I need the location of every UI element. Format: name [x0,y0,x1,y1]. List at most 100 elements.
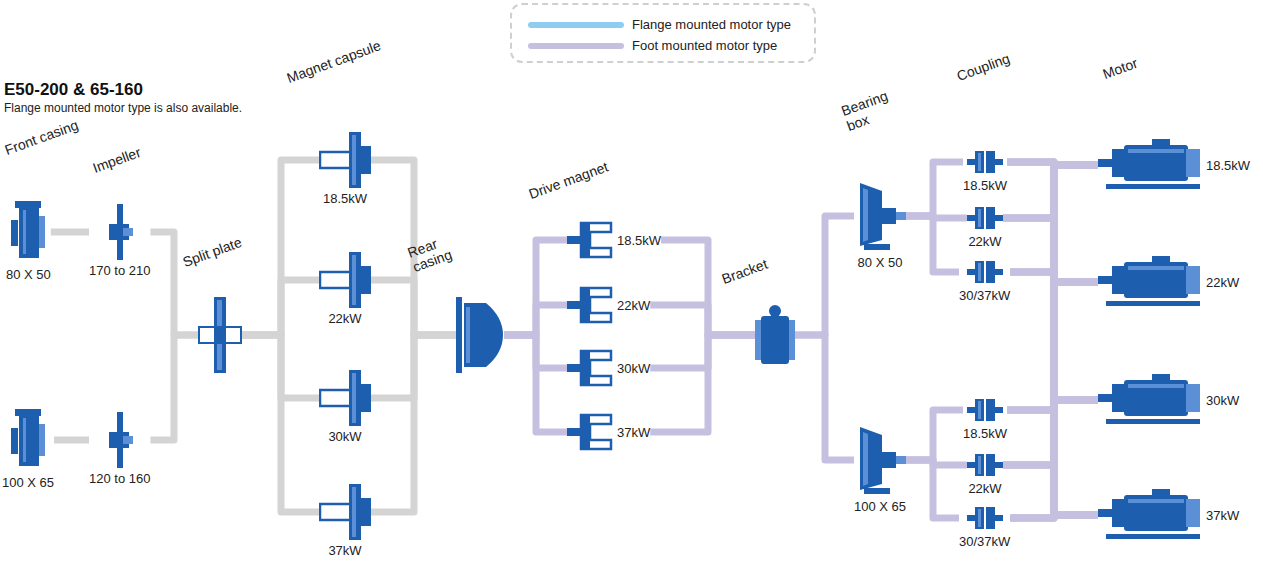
part-label: 18.5kW [323,191,367,206]
legend-text: Flange mounted motor type [632,17,791,32]
motor-icon [1098,256,1202,308]
connector-line [242,280,319,335]
connector-line [650,335,755,368]
legend-swatch [528,22,624,28]
connector-line [504,305,567,335]
connector-line [1010,515,1098,518]
motor-icon [1098,374,1202,426]
part-node: 30kW [319,370,371,444]
drive-icon [567,220,613,260]
part-node: 80 X 50 [854,180,906,270]
part-label: 37kW [328,543,361,558]
part-node: 100 X 65 [2,408,54,490]
part-node: 37kW [319,484,371,558]
connector-line [795,335,854,460]
casing-icon [11,408,45,472]
part-node: Split plate [198,297,242,373]
part-heading: Impeller [91,144,143,176]
connector-line [650,305,755,335]
impeller-icon [107,204,133,260]
connector-line [504,335,567,432]
part-label: 80 X 50 [6,267,51,282]
part-heading: Motor [1101,55,1140,82]
part-node: 22kW [1098,256,1239,308]
connector-line [1010,282,1098,518]
part-node: Bracket [755,304,795,366]
part-label: 100 X 65 [2,475,54,490]
part-heading: Front casing [3,117,81,158]
part-label: 18.5kW [963,426,1007,441]
motor-icon [1098,489,1202,541]
coupling-icon [967,452,1003,478]
part-node: 18.5kW [1098,139,1250,191]
coupling-icon [967,397,1003,423]
part-label: 22kW [1206,275,1239,290]
part-node: 22kW [567,285,650,325]
rear-icon [456,297,504,373]
part-label: 22kW [968,234,1001,249]
connector-line [371,280,456,335]
drive-icon [567,285,613,325]
coupling-icon [967,505,1003,531]
part-node: 18.5kW [963,149,1007,193]
bearing-icon [854,424,906,496]
part-label: 22kW [968,481,1001,496]
part-node: 22kW [967,452,1003,496]
connector-line [1010,400,1098,518]
part-node: 170 to 210 [89,204,150,278]
part-heading: Bearing box [839,83,906,134]
capsule-icon [319,370,371,426]
part-label: 22kW [328,311,361,326]
connector-line [795,216,854,335]
bracket-icon [755,304,795,366]
part-label: 18.5kW [1206,158,1250,173]
casing-icon [11,200,45,264]
connector-line [1010,165,1098,518]
connector-line [650,335,755,432]
part-node: Rear casing [456,297,504,373]
part-heading: Magnet capsule [285,37,383,86]
connector-line [906,410,963,460]
drive-icon [567,412,613,452]
coupling-icon [967,259,1003,285]
diagram-title: E50-200 & 65-160 [4,80,143,100]
connector-line [150,232,198,335]
part-label: 120 to 160 [89,471,150,486]
split-icon [198,297,242,373]
part-label: 22kW [617,298,650,313]
connector-line [150,335,198,440]
part-label: Split plate [181,235,244,270]
part-label: 30kW [1206,393,1239,408]
capsule-icon [319,132,371,188]
part-node: 30/37kW [959,505,1010,549]
part-label: 37kW [617,425,650,440]
connector-line [504,240,567,335]
part-label: 18.5kW [963,178,1007,193]
connector-line [906,162,963,216]
part-label: 30/37kW [959,534,1010,549]
part-node: 37kW [1098,489,1239,541]
legend-swatch [528,43,624,49]
part-node: 22kW [967,205,1003,249]
diagram-caption: Flange mounted motor type is also availa… [4,101,242,115]
part-node: 30/37kW [959,259,1010,303]
part-node: 18.5kW [963,397,1007,441]
part-node: 18.5kW [567,220,661,260]
coupling-icon [967,205,1003,231]
legend-row: Flange mounted motor type [528,14,814,35]
part-label: 37kW [1206,508,1239,523]
part-label: 30kW [328,429,361,444]
part-label: 100 X 65 [854,499,906,514]
part-node: 30kW [567,348,650,388]
part-label: Bracket [720,257,770,287]
part-label: 170 to 210 [89,263,150,278]
motor-icon [1098,139,1202,191]
connector-line [242,160,319,335]
coupling-icon [967,149,1003,175]
legend-box: Flange mounted motor typeFoot mounted mo… [510,3,816,63]
part-node: 30kW [1098,374,1239,426]
bearing-icon [854,180,906,252]
impeller-icon [107,412,133,468]
part-node: 22kW [319,252,371,326]
part-heading: Drive magnet [527,158,611,202]
